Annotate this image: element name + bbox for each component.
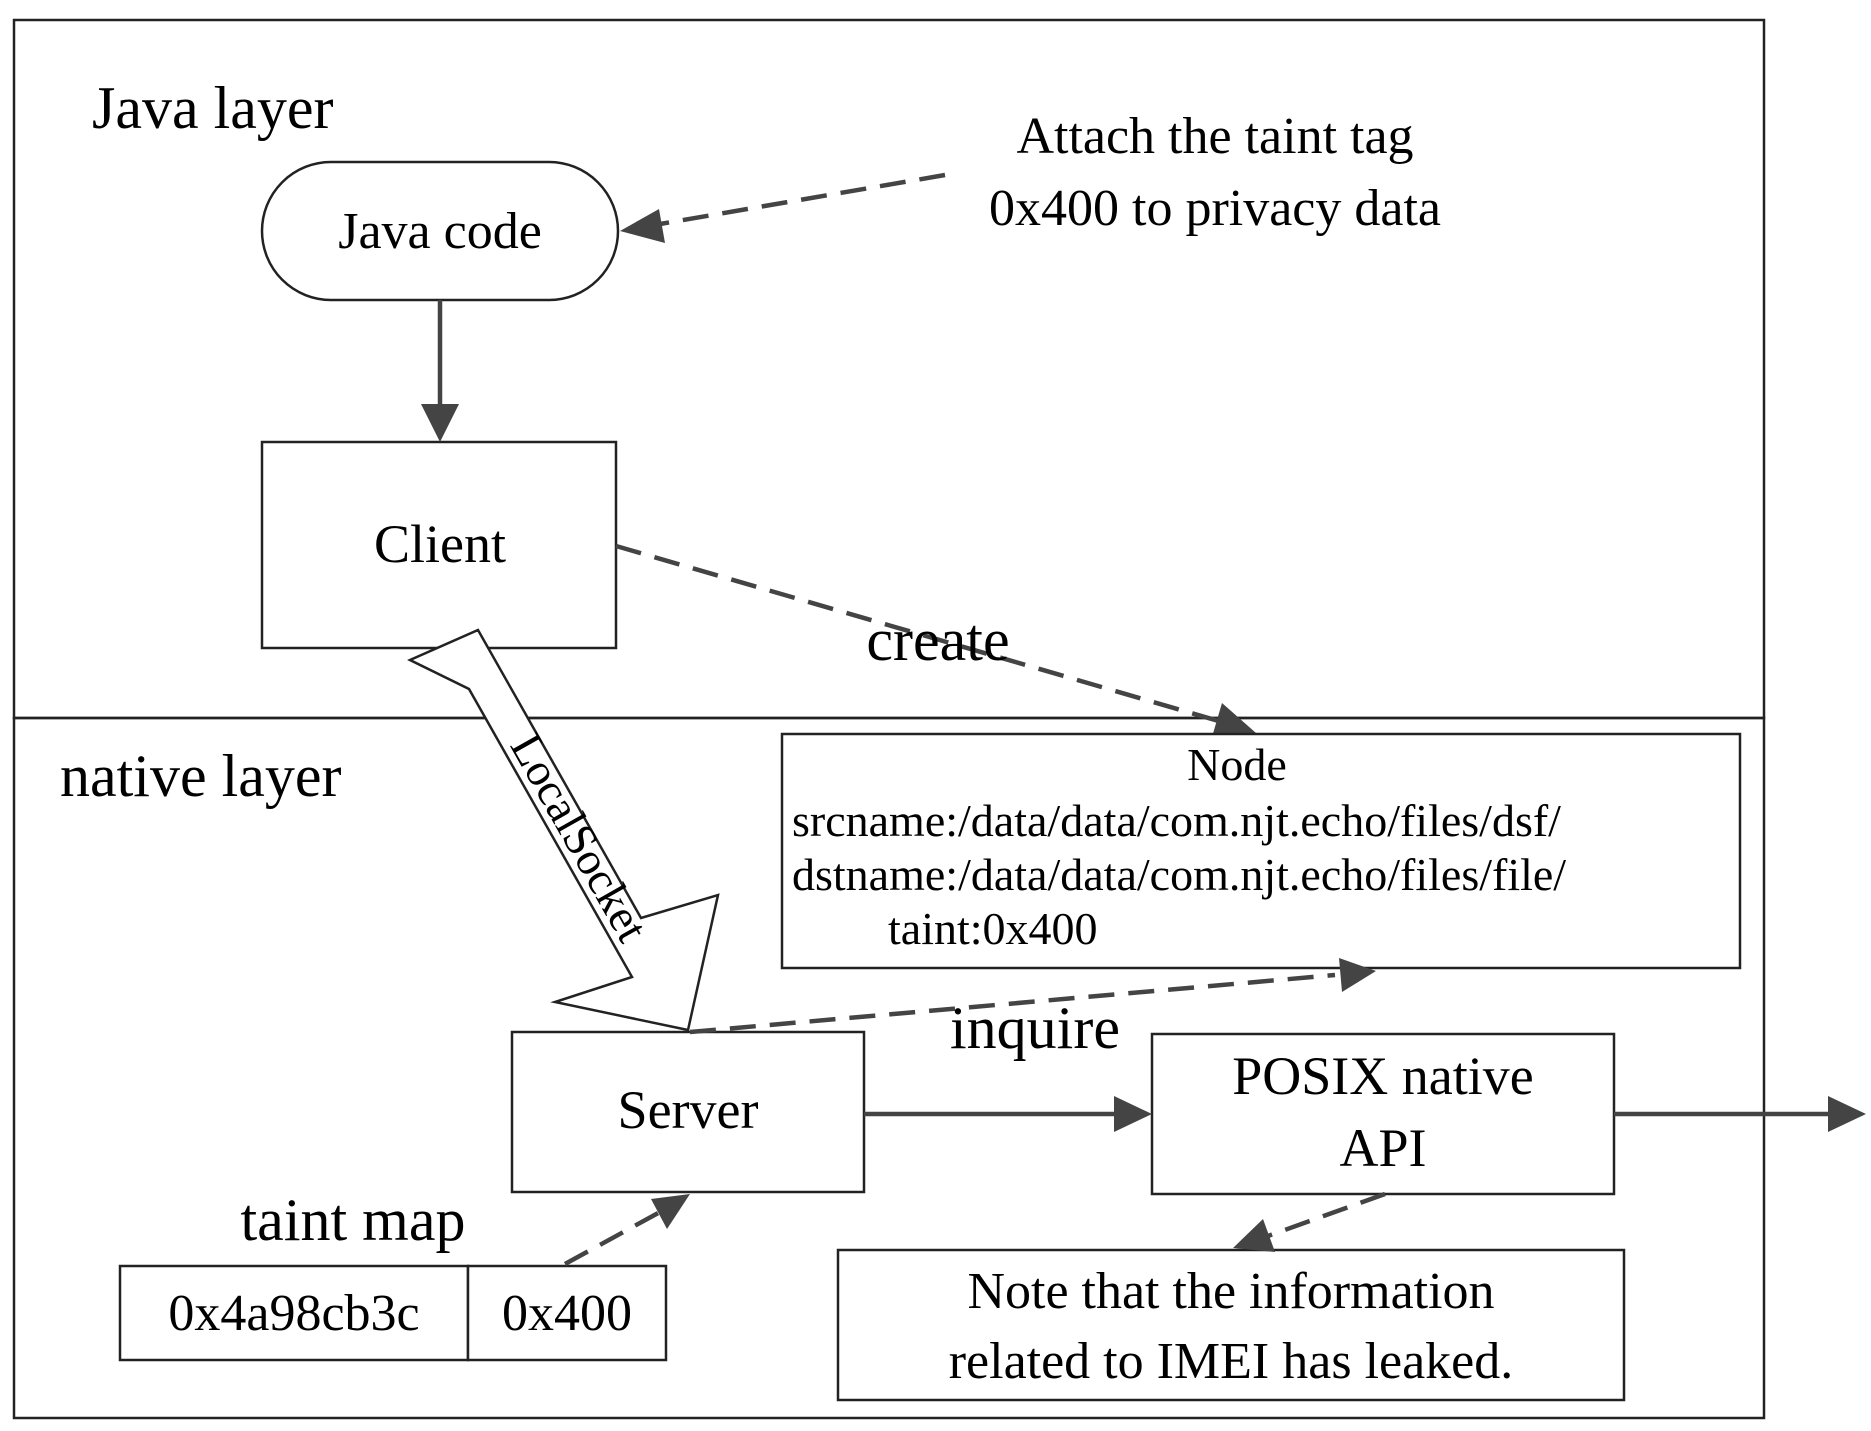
node-taint: taint:0x400 — [888, 903, 1098, 954]
server-to-posix-arrowhead — [1114, 1096, 1152, 1132]
node-dstname: dstname:/data/data/com.njt.echo/files/fi… — [792, 849, 1566, 900]
taint-map-key: 0x4a98cb3c — [168, 1285, 419, 1342]
client-to-node-edge — [615, 543, 1223, 725]
posix-label-line2: API — [1339, 1118, 1426, 1178]
posix-to-note-arrowhead — [1233, 1219, 1275, 1252]
create-label: create — [866, 607, 1009, 673]
java-code-label: Java code — [338, 203, 542, 260]
node-box — [780, 732, 1742, 970]
note-line2: related to IMEI has leaked. — [949, 1333, 1514, 1390]
taint-map-value: 0x400 — [502, 1285, 632, 1342]
attach-to-java-arrowhead — [620, 209, 665, 243]
node-srcname: srcname:/data/data/com.njt.echo/files/ds… — [792, 795, 1561, 846]
client-label: Client — [374, 514, 506, 574]
posix-exit-arrowhead — [1828, 1096, 1866, 1132]
posix-to-note-edge — [1267, 1191, 1386, 1239]
taint-map-value-cell — [466, 1264, 668, 1362]
note-box — [836, 1248, 1626, 1402]
taintmap-to-server-edge — [563, 1210, 662, 1266]
client-node — [260, 440, 618, 650]
java-layer-title: Java layer — [92, 75, 334, 141]
posix-api-node — [1150, 1032, 1616, 1196]
server-to-node-arrowhead — [1339, 958, 1376, 992]
attach-to-java-edge — [659, 172, 946, 227]
client-to-node-arrowhead — [1212, 703, 1256, 737]
server-node — [510, 1030, 866, 1194]
taint-map-title: taint map — [241, 1187, 466, 1253]
attach-annotation-line1: Attach the taint tag — [1016, 108, 1413, 165]
note-line1: Note that the information — [967, 1263, 1494, 1320]
server-to-node-edge — [689, 972, 1336, 1035]
taintmap-to-server-arrowhead — [651, 1194, 690, 1229]
localsocket-arrow — [407, 628, 720, 1032]
inquire-label: inquire — [950, 995, 1120, 1061]
localsocket-label: LocalSocket — [501, 725, 659, 950]
attach-annotation-line2: 0x400 to privacy data — [989, 180, 1441, 237]
native-layer-frame — [12, 716, 1766, 1420]
posix-label-line1: POSIX native — [1232, 1046, 1533, 1106]
java-to-client-arrowhead — [421, 404, 459, 442]
native-layer-title: native layer — [60, 743, 342, 809]
server-label: Server — [618, 1080, 759, 1140]
node-title: Node — [1187, 739, 1287, 790]
